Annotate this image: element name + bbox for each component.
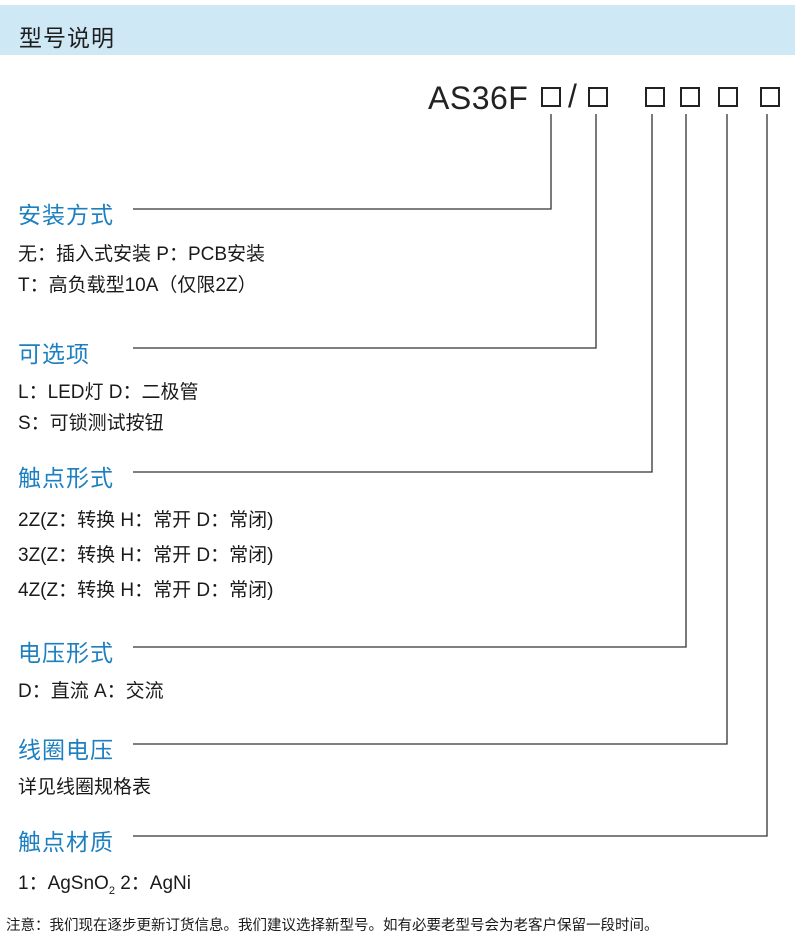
voltage-type-line-1: D：直流 A：交流 [18, 681, 164, 702]
mounting-line-2: T：高负载型10A（仅限2Z） [18, 275, 257, 296]
model-code-prefix: AS36F [428, 79, 529, 116]
options-line-2: S：可锁测试按钮 [18, 413, 164, 434]
material-2-text: 2：AgNi [114, 873, 191, 894]
code-box-options [588, 87, 608, 107]
connector-mounting [133, 114, 552, 210]
section-title-coil-voltage: 线圈电压 [18, 737, 114, 763]
section-title-contact-material: 触点材质 [18, 829, 114, 855]
section-title-voltage-type: 电压形式 [18, 640, 114, 666]
code-box-coil-voltage [718, 87, 738, 107]
contact-form-line-3: 4Z(Z：转换 H：常开 D：常闭) [18, 580, 274, 601]
material-1-subscript: 2 [108, 884, 115, 897]
section-title-contact-form: 触点形式 [18, 465, 114, 491]
code-box-contact-material [760, 87, 780, 107]
connector-contact-material [133, 114, 768, 837]
contact-form-line-2: 3Z(Z：转换 H：常开 D：常闭) [18, 545, 274, 566]
code-box-mounting [541, 87, 561, 107]
connector-options [133, 114, 597, 349]
connector-coil-voltage [133, 114, 728, 745]
code-slash: / [568, 78, 577, 114]
code-box-voltage-type [680, 87, 700, 107]
section-title-mounting: 安装方式 [18, 202, 114, 228]
mounting-line-1: 无：插入式安装 P：PCB安装 [18, 244, 266, 265]
contact-material-line-1: 1：AgSnO2 2：AgNi [18, 868, 191, 897]
connector-contact-form [133, 114, 653, 473]
connector-voltage-type [133, 114, 687, 648]
code-box-contact-form [645, 87, 665, 107]
footer-note: 注意：我们现在逐步更新订货信息。我们建议选择新型号。如有必要老型号会为老客户保留… [6, 918, 659, 934]
contact-form-line-1: 2Z(Z：转换 H：常开 D：常闭) [18, 510, 274, 531]
section-title-options: 可选项 [18, 341, 90, 367]
material-1-text: 1：AgSnO [18, 873, 109, 894]
page-title: 型号说明 [19, 25, 115, 51]
options-line-1: L：LED灯 D：二极管 [18, 382, 199, 403]
header-bar: 型号说明 [0, 5, 795, 55]
coil-voltage-line-1: 详见线圈规格表 [18, 777, 152, 798]
